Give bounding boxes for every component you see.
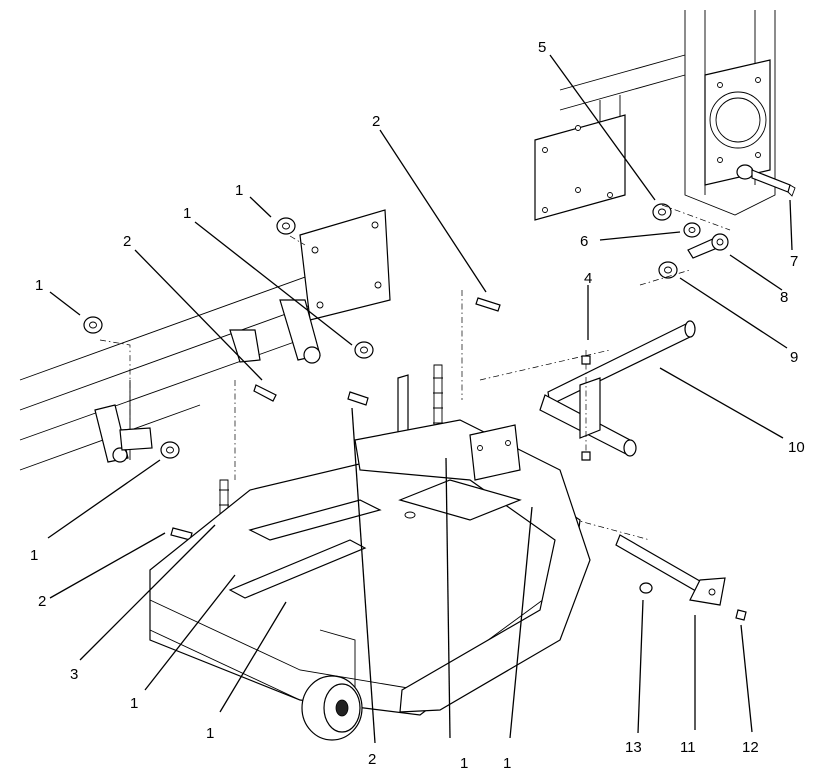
linkage-hardware — [639, 203, 731, 286]
callout-c2b: 2 — [123, 233, 131, 250]
callout-c11: 11 — [680, 739, 696, 756]
mower-deck — [149, 419, 591, 741]
callout-c1a: 1 — [35, 277, 43, 294]
callout-c2a: 2 — [372, 113, 380, 130]
callout-c1b: 1 — [235, 182, 243, 199]
callout-c9: 9 — [790, 349, 798, 366]
callout-c2c: 2 — [38, 593, 46, 610]
frame-assembly — [534, 10, 796, 221]
callout-leaders — [47, 54, 793, 744]
callout-c1g: 1 — [460, 755, 468, 772]
callout-c1c: 1 — [183, 205, 191, 222]
callout-labels: 1 1 1 1 1 1 1 1 2 2 2 2 3 4 5 6 7 8 9 10… — [30, 39, 805, 772]
callout-c10: 10 — [788, 439, 805, 456]
callout-c8: 8 — [780, 289, 788, 306]
callout-c12: 12 — [742, 739, 759, 756]
callout-c1d: 1 — [30, 547, 38, 564]
callout-c4: 4 — [584, 270, 592, 287]
callout-c2d: 2 — [368, 751, 376, 768]
callout-c5: 5 — [538, 39, 546, 56]
callout-c1h: 1 — [503, 755, 511, 772]
lift-frame — [19, 209, 391, 471]
callout-c13: 13 — [625, 739, 642, 756]
callout-c3: 3 — [70, 666, 78, 683]
callout-c1e: 1 — [130, 695, 138, 712]
height-adjust-rod — [539, 320, 696, 461]
callout-c6: 6 — [580, 233, 588, 250]
callout-c7: 7 — [790, 253, 798, 270]
callout-c1f: 1 — [206, 725, 214, 742]
